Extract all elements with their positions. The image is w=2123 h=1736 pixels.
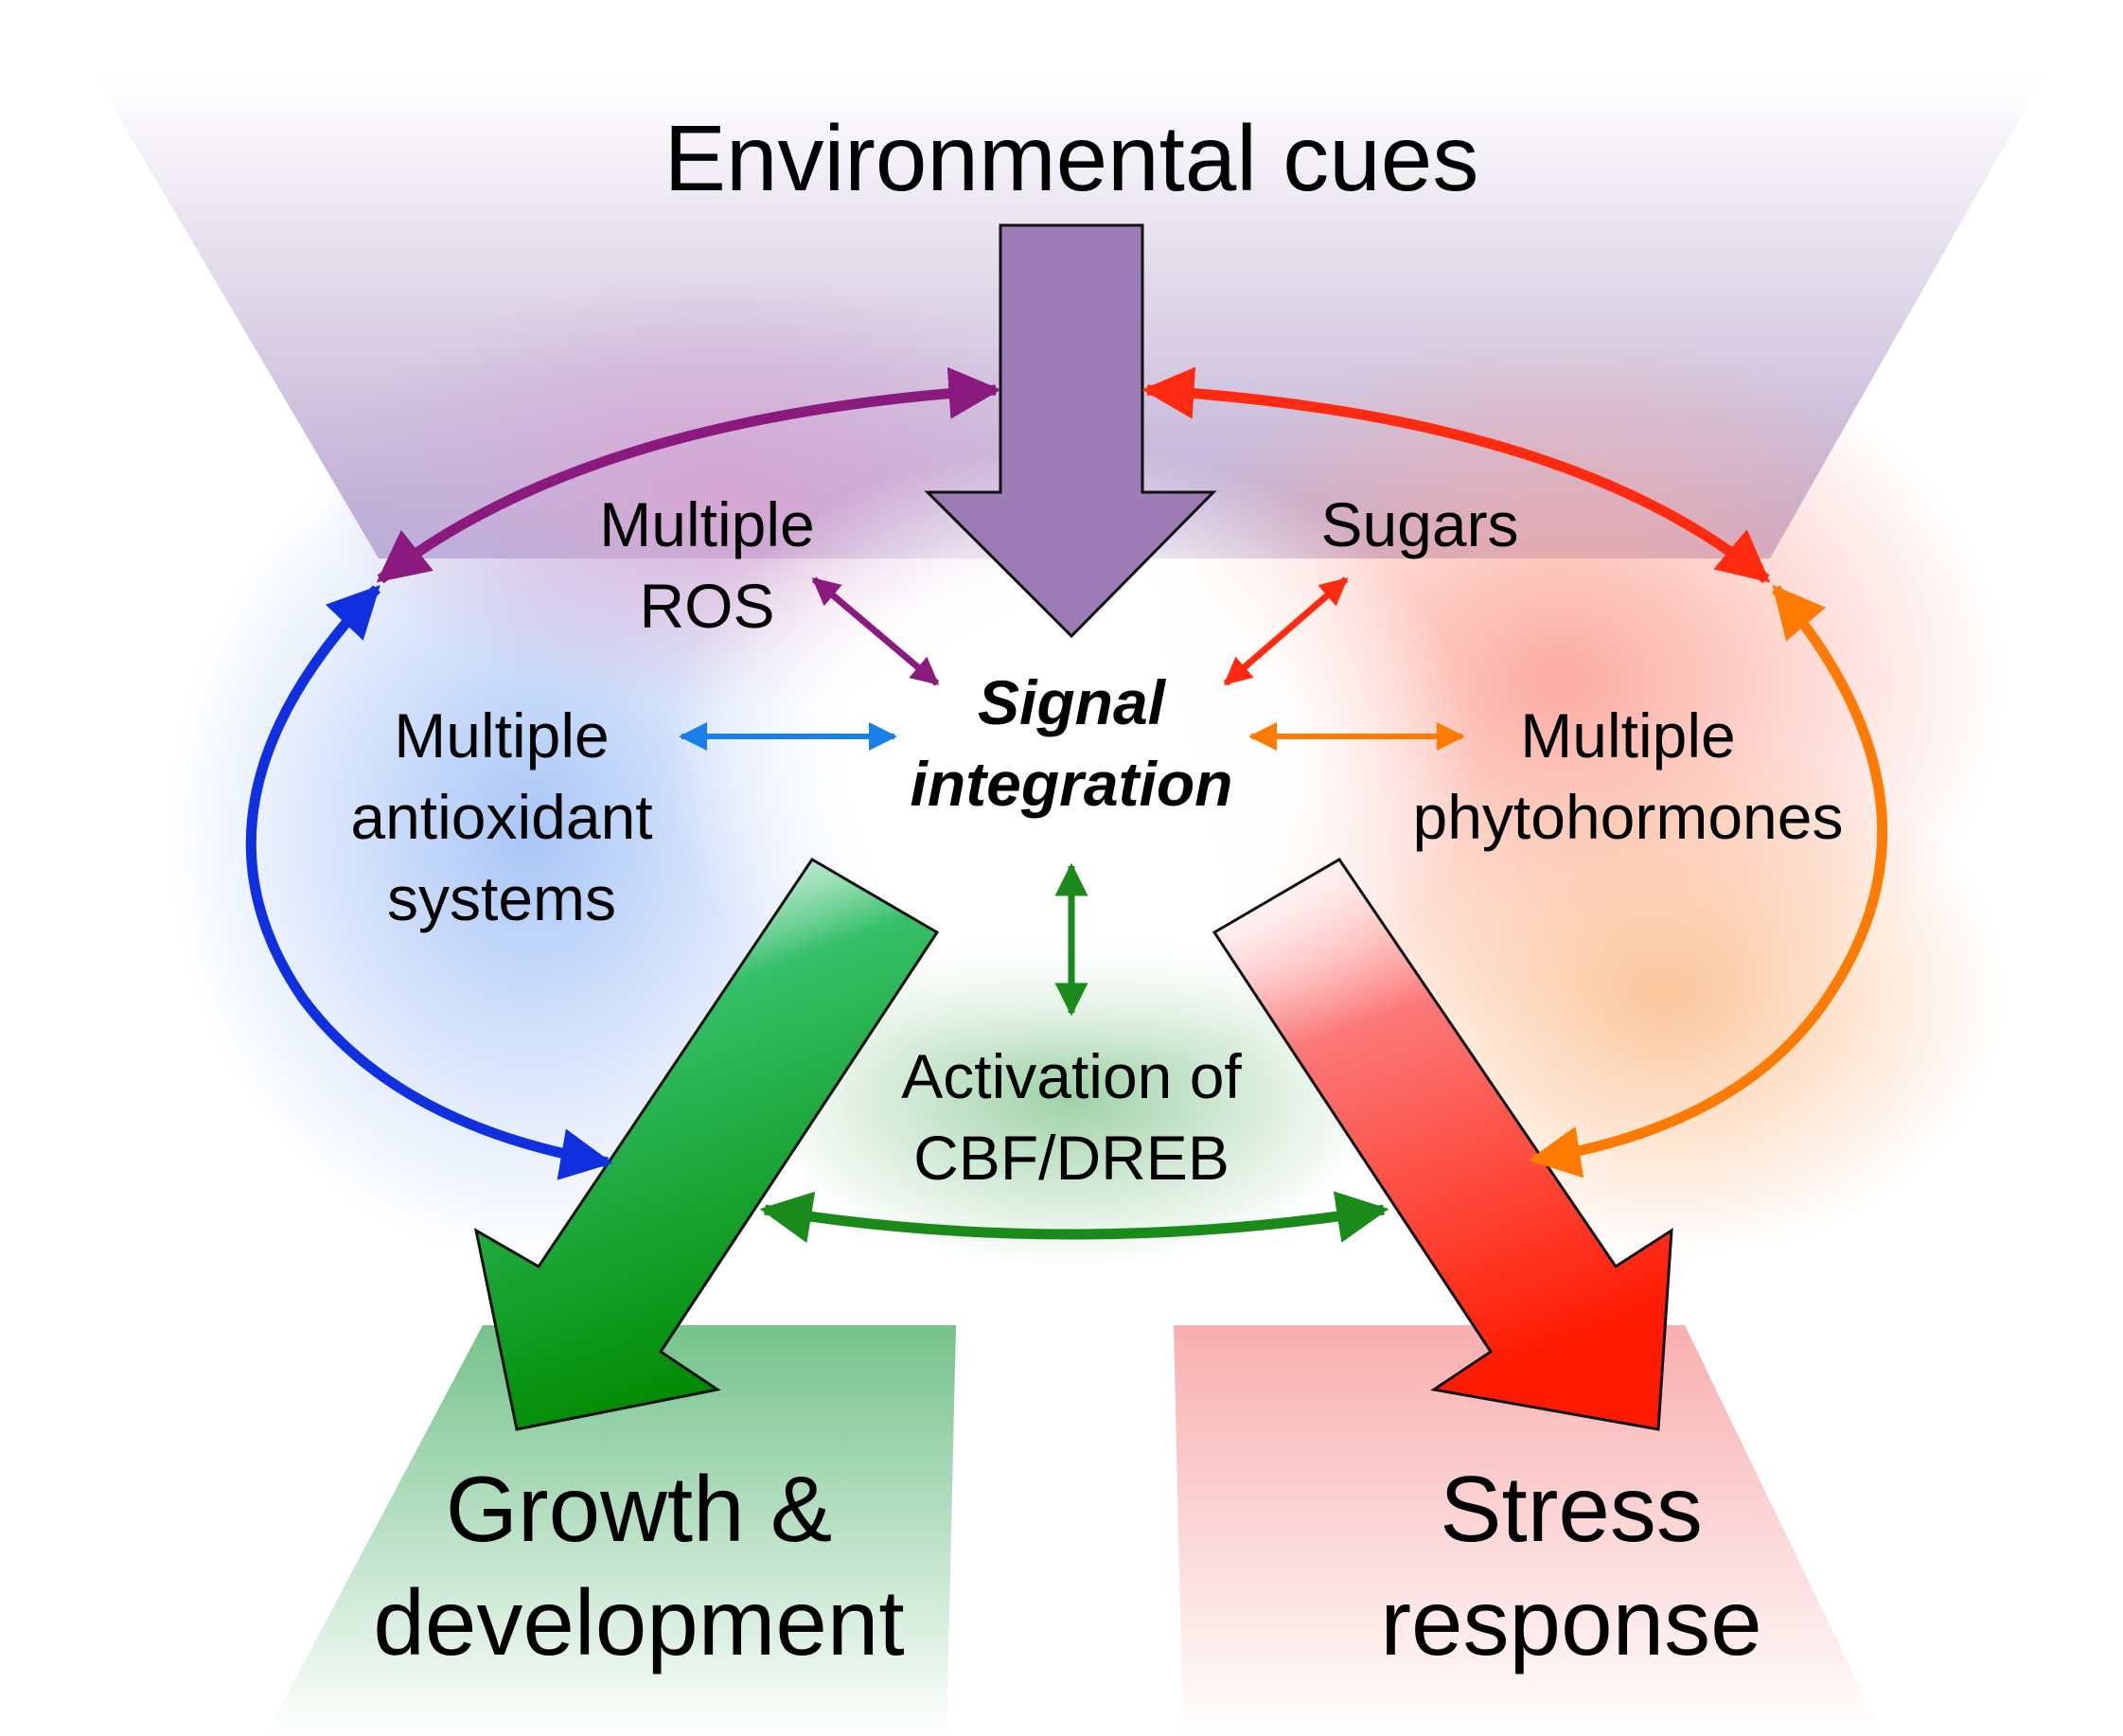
phytohormones-line1: Multiple	[1520, 700, 1736, 771]
growth-line1: Growth &	[445, 1457, 833, 1561]
stress-line1: Stress	[1440, 1457, 1703, 1561]
ros-signal-arrow	[811, 576, 940, 686]
cbf-dreb-activation-label: Activation of CBF/DREB	[835, 1036, 1308, 1199]
stress-response-label: Stress response	[1268, 1453, 1874, 1679]
growth-line2: development	[373, 1569, 905, 1674]
sugars-signal-arrow	[1223, 576, 1349, 686]
growth-development-label: Growth & development	[308, 1453, 970, 1679]
green-bottom-arc-arrow	[759, 1191, 1389, 1244]
environmental-cues-text: Environmental cues	[663, 106, 1479, 210]
antioxidant-line1: Multiple	[394, 700, 610, 771]
bottom-right-region	[1174, 1325, 1884, 1736]
blue-outer-arc-arrow	[245, 585, 613, 1180]
signal-integration-line2: integration	[910, 748, 1233, 819]
orange-outer-arc-arrow	[1528, 584, 1888, 1178]
bottom-left-region	[265, 1325, 956, 1736]
multiple-ros-line1: Multiple	[599, 489, 815, 559]
multiple-ros-line2: ROS	[639, 570, 775, 641]
signal-integration-label: Signal integration	[835, 663, 1308, 825]
growth-output-arrow	[473, 857, 940, 1431]
purple-outer-arc-arrow	[376, 366, 1001, 584]
cbf-line2: CBF/DREB	[913, 1122, 1230, 1193]
multiple-phytohormones-label: Multiple phytohormones	[1363, 696, 1893, 859]
sugars-text: Sugars	[1320, 489, 1519, 559]
signal-integration-line1: Signal	[977, 667, 1166, 737]
antioxidant-line3: systems	[386, 862, 617, 933]
antioxidant-line2: antioxidant	[350, 781, 653, 852]
environmental-cues-label: Environmental cues	[598, 102, 1545, 216]
multiple-ros-label: Multiple ROS	[541, 485, 873, 647]
red-outer-arc-arrow	[1141, 366, 1771, 584]
cbf-line1: Activation of	[901, 1041, 1242, 1111]
sugars-label: Sugars	[1278, 485, 1562, 566]
phytohormones-line2: phytohormones	[1412, 781, 1844, 852]
stress-line2: response	[1380, 1569, 1762, 1674]
stress-output-arrow	[1212, 857, 1673, 1431]
multiple-antioxidant-systems-label: Multiple antioxidant systems	[284, 696, 719, 939]
